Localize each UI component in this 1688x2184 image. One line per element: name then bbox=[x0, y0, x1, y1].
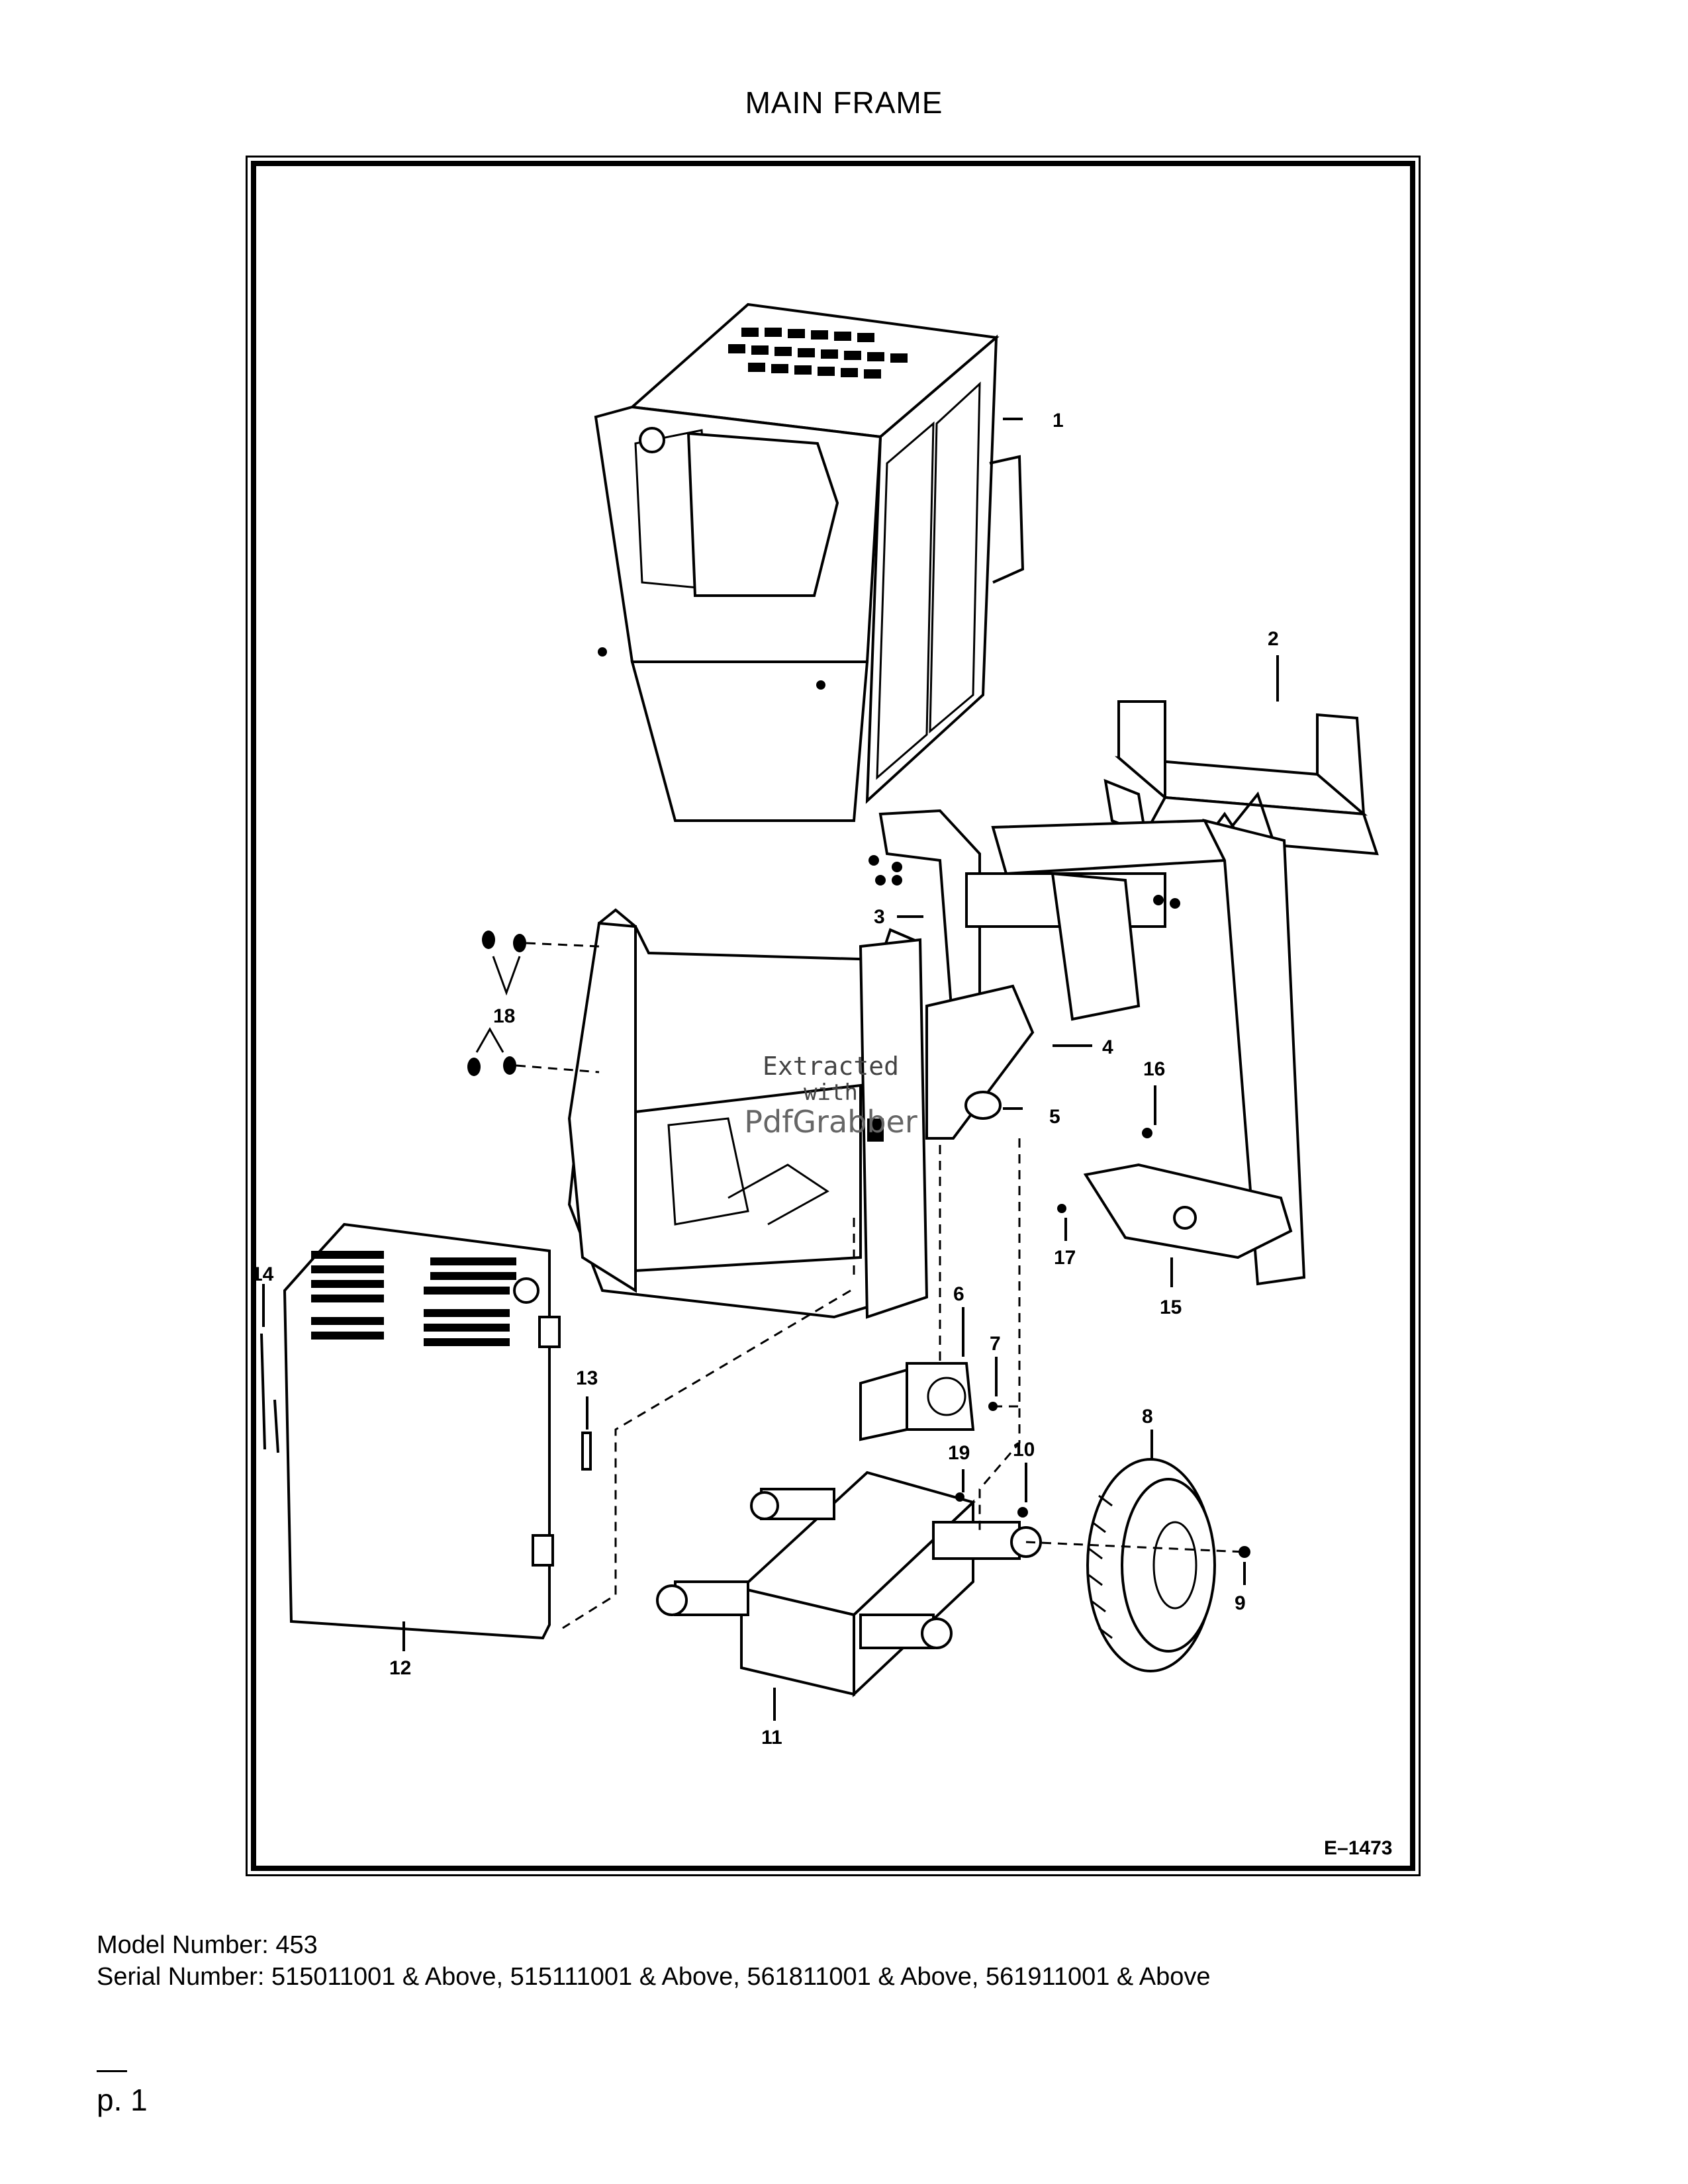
callout-17: 17 bbox=[1054, 1247, 1076, 1269]
hinge-bolt bbox=[581, 1432, 592, 1471]
callout-16: 16 bbox=[1143, 1058, 1165, 1080]
cover-plate bbox=[1057, 1128, 1293, 1259]
latch-rod bbox=[260, 1333, 279, 1453]
callout-12: 12 bbox=[389, 1657, 411, 1679]
callout-15: 15 bbox=[1160, 1297, 1182, 1318]
callout-14: 14 bbox=[256, 1263, 274, 1285]
model-number: Model Number: 453 bbox=[97, 1931, 318, 1959]
watermark-line-1: Extracted bbox=[763, 1052, 899, 1081]
watermark-line-3: PdfGrabber bbox=[744, 1104, 917, 1140]
lift-arm-assembly bbox=[875, 809, 1306, 1286]
front-mount-plate bbox=[1103, 700, 1379, 856]
watermark: Extracted with PdfGrabber bbox=[722, 1052, 940, 1138]
callout-2: 2 bbox=[1268, 628, 1279, 650]
callout-3: 3 bbox=[874, 906, 885, 928]
page-title: MAIN FRAME bbox=[745, 85, 943, 120]
callout-10: 10 bbox=[1013, 1439, 1035, 1461]
operator-cab bbox=[594, 302, 1025, 872]
page-number: p. 1 bbox=[97, 2083, 148, 2117]
axle-housing bbox=[656, 1471, 1042, 1698]
diagram-frame bbox=[251, 161, 1415, 1871]
exploded-parts-diagram: 1 2 3 4 5 6 7 8 9 10 11 12 13 14 15 16 1… bbox=[256, 302, 1379, 1749]
main-frame-chassis bbox=[567, 908, 1035, 1319]
callout-5: 5 bbox=[1049, 1106, 1060, 1128]
callout-1: 1 bbox=[1053, 410, 1064, 432]
page-rule bbox=[97, 2070, 127, 2072]
assembly-lines bbox=[562, 1138, 1245, 1629]
small-fasteners bbox=[955, 1492, 1250, 1558]
tire-wheel bbox=[1086, 1458, 1216, 1672]
axle-bracket bbox=[859, 1362, 998, 1441]
drawing-number: E–1473 bbox=[1324, 1837, 1393, 1859]
callout-6: 6 bbox=[953, 1283, 964, 1305]
bushing bbox=[964, 1091, 1023, 1120]
callout-19: 19 bbox=[948, 1442, 970, 1464]
callout-13: 13 bbox=[576, 1367, 598, 1389]
diagram-frame-outer bbox=[246, 156, 1421, 1876]
callout-4: 4 bbox=[1102, 1036, 1113, 1058]
cab-roof-vents bbox=[728, 328, 908, 379]
callout-9: 9 bbox=[1235, 1592, 1246, 1614]
callout-7: 7 bbox=[990, 1333, 1001, 1355]
callout-11: 11 bbox=[761, 1727, 782, 1749]
callout-8: 8 bbox=[1142, 1406, 1153, 1428]
leader-lines bbox=[262, 418, 1279, 1721]
callout-18: 18 bbox=[493, 1005, 515, 1027]
watermark-line-2: with bbox=[804, 1079, 858, 1106]
fastener-set-18 bbox=[467, 931, 600, 1076]
rear-door bbox=[283, 1222, 561, 1640]
serial-number: Serial Number: 515011001 & Above, 515111… bbox=[97, 1963, 1211, 1991]
